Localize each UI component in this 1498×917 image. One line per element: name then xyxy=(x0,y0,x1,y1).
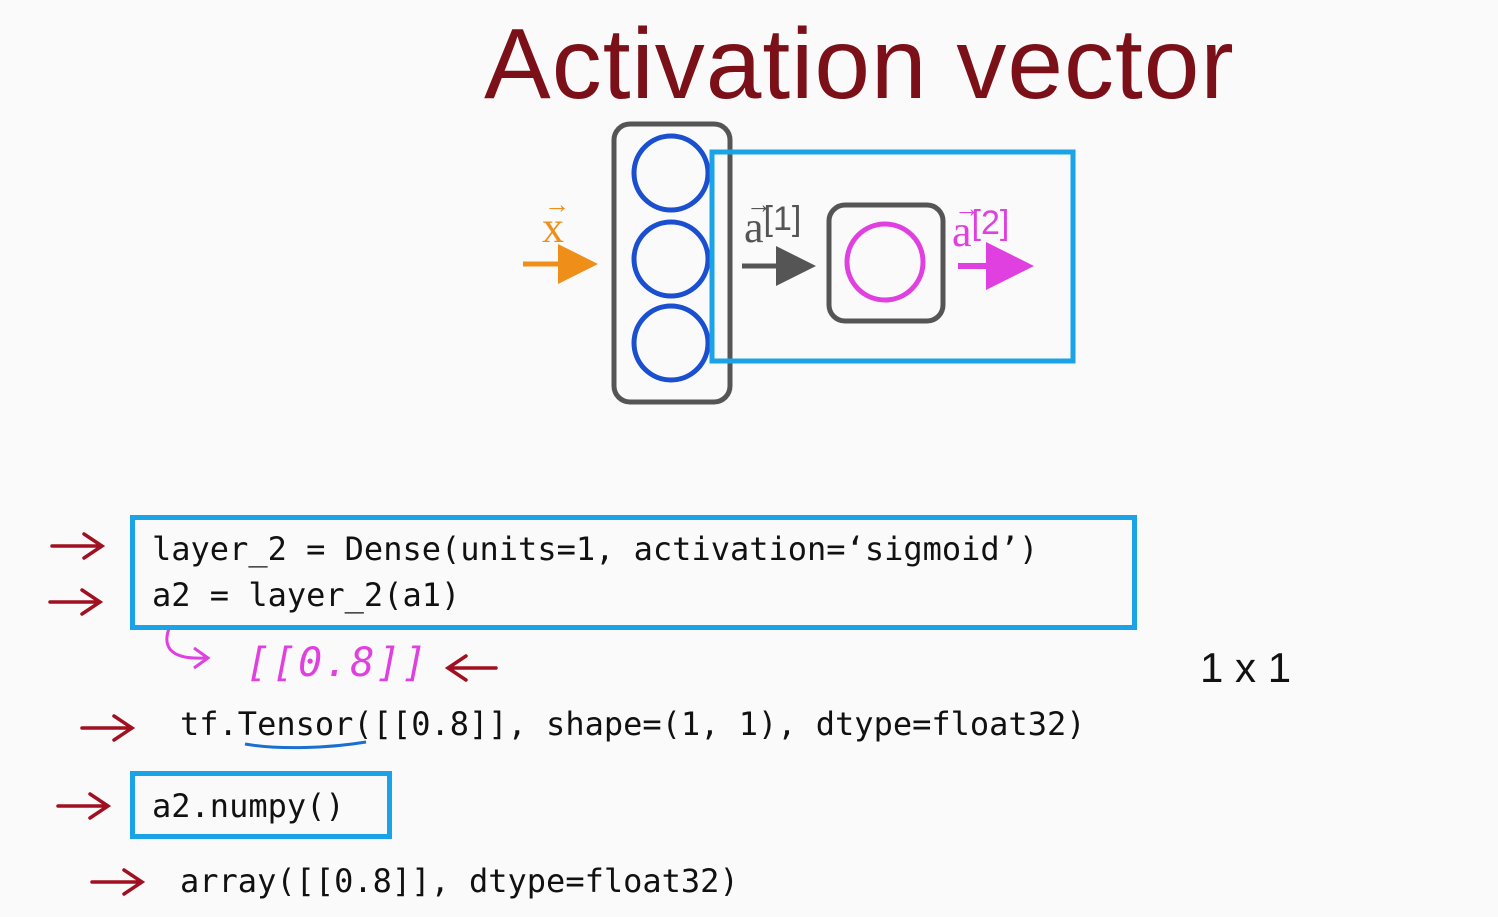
vector-arrow-icon: → xyxy=(544,190,570,219)
pointer-arrow xyxy=(56,792,112,820)
layer1-neuron xyxy=(631,133,711,213)
a2-label: → a[2] xyxy=(952,194,1010,256)
handwritten-value: [[0.8]] xyxy=(246,640,429,686)
layer2-highlight-box xyxy=(709,149,1076,364)
slide-title: Activation vector xyxy=(484,8,1235,120)
vector-arrow-icon: → xyxy=(954,194,980,223)
input-x-label: → x xyxy=(542,190,570,252)
a1-label: → a[1] xyxy=(744,190,802,252)
code-line-layer2: layer_2 = Dense(units=1, activation=‘sig… xyxy=(152,530,1039,568)
layer1-neuron xyxy=(631,303,711,383)
pointer-arrow xyxy=(50,532,106,560)
layer1-neuron xyxy=(631,219,711,299)
numpy-call: a2.numpy() xyxy=(152,787,345,825)
pointer-arrow xyxy=(48,588,104,616)
code-box-numpy xyxy=(130,771,392,839)
left-arrow xyxy=(444,654,498,682)
layer2-box xyxy=(826,202,946,324)
code-line-a2: a2 = layer_2(a1) xyxy=(152,576,461,614)
vector-arrow-icon: → xyxy=(746,190,772,219)
layer2-neuron xyxy=(844,221,926,303)
code-box-dense xyxy=(130,515,1137,630)
tensor-output: tf.Tensor([[0.8]], shape=(1, 1), dtype=f… xyxy=(180,705,1086,743)
numpy-result: array([[0.8]], dtype=float32) xyxy=(180,862,739,900)
tensor-underline xyxy=(244,740,367,750)
layer1-box xyxy=(611,121,733,405)
shape-note: 1 x 1 xyxy=(1200,644,1292,691)
hook-arrow xyxy=(165,625,206,660)
pointer-arrow xyxy=(90,868,146,896)
pointer-arrow xyxy=(80,714,136,742)
